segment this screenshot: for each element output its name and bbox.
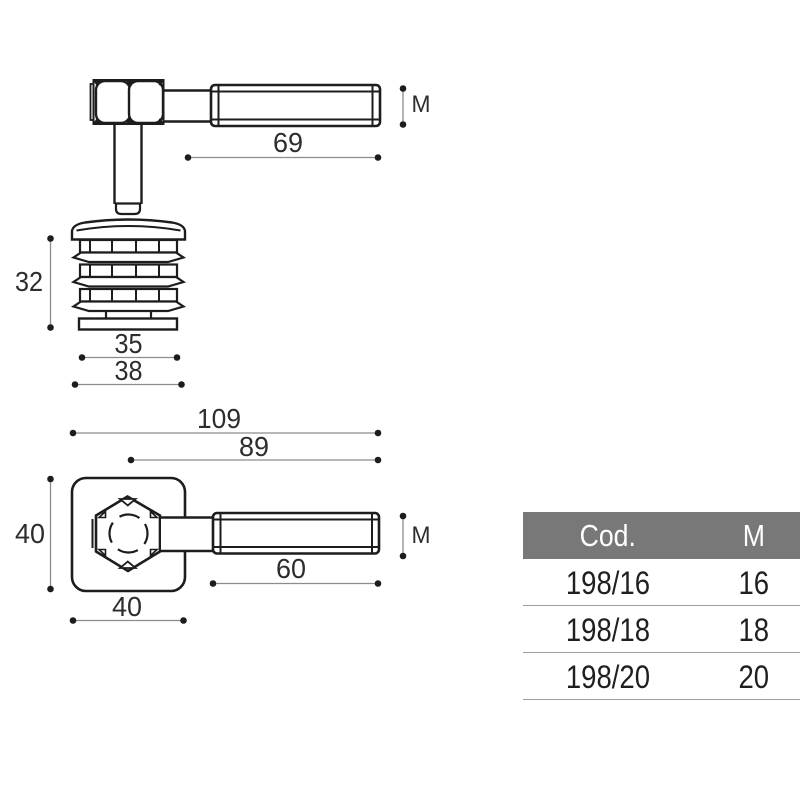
insert-cap-edge [76,225,181,232]
dim-insert-inner-35: 35 [78,328,181,361]
rib-fin-1 [72,251,185,264]
rib-band-2 [78,263,179,279]
rib-fin-2 [72,275,185,288]
row-size: 16 [738,564,769,601]
hex-chamfer-bottom [117,560,138,569]
row-code: 198/20 [565,658,651,695]
dim-label-69: 69 [273,127,303,158]
hex-corner-tick-ur [149,509,160,519]
rib-fin-3 [72,300,185,313]
dim-label-38: 38 [115,355,143,386]
dim-label-m-plan: M [412,522,431,549]
row-code: 198/16 [565,564,651,601]
insert-cap [70,218,187,241]
dim-overall-109: 109 [69,403,382,437]
header-cell-cod: Cod. [579,517,637,553]
dim-label-m-top: M [412,91,431,118]
plan-view: 109 89 [15,403,431,624]
table-row: 198/20 20 [523,653,800,700]
threaded-rod-side [209,83,382,128]
table-row: 198/18 18 [523,606,800,653]
dim-label-109: 109 [197,403,241,434]
spec-table-header: Cod. M [523,512,800,559]
hex-corner-tick-ll [96,548,107,558]
dim-plate-height-40: 40 [15,475,54,593]
thread-hole-dashed-circle [108,513,149,554]
dim-label-60: 60 [276,553,306,584]
shaft-fill [161,518,213,551]
dim-thread-size-plan: M [399,512,431,560]
dim-label-35: 35 [115,328,143,359]
rib-band-3 [78,287,179,303]
side-view: 69 M [89,79,431,216]
hex-corner-tick-lr [149,548,160,558]
dim-insert-height-32: 32 [15,235,54,331]
hex-nut-plan [94,494,162,573]
dim-thread-length-69: 69 [184,127,382,161]
dim-label-40-bottom: 40 [112,591,142,622]
table-row: 198/16 16 [523,559,800,606]
dim-thread-length-60: 60 [209,553,382,587]
spec-table: Cod. M 198/16 16 198/18 18 198/20 20 [523,512,800,700]
row-code: 198/18 [565,611,651,648]
dim-thread-size-top: M [399,85,431,128]
threaded-rod-plan [211,511,381,555]
hex-nut-facet-right [127,79,165,125]
header-cell-m: M [742,517,765,553]
dim-label-32: 32 [15,266,43,297]
dim-insert-outer-38: 38 [71,355,185,388]
hex-corner-tick-ul [96,509,107,519]
insert-view: 32 35 38 [15,218,187,388]
insert-base-flange [77,317,179,331]
dim-label-40-left: 40 [15,518,45,549]
dim-rod-89: 89 [127,431,382,464]
dim-plate-width-40: 40 [69,591,187,624]
shank-end-cap [114,202,142,216]
rib-band-1 [78,238,179,254]
row-size: 18 [738,611,769,648]
hex-nut-facet-left [94,79,132,125]
row-size: 20 [738,658,769,695]
hex-chamfer-top [117,498,138,507]
dim-label-89: 89 [239,431,269,462]
